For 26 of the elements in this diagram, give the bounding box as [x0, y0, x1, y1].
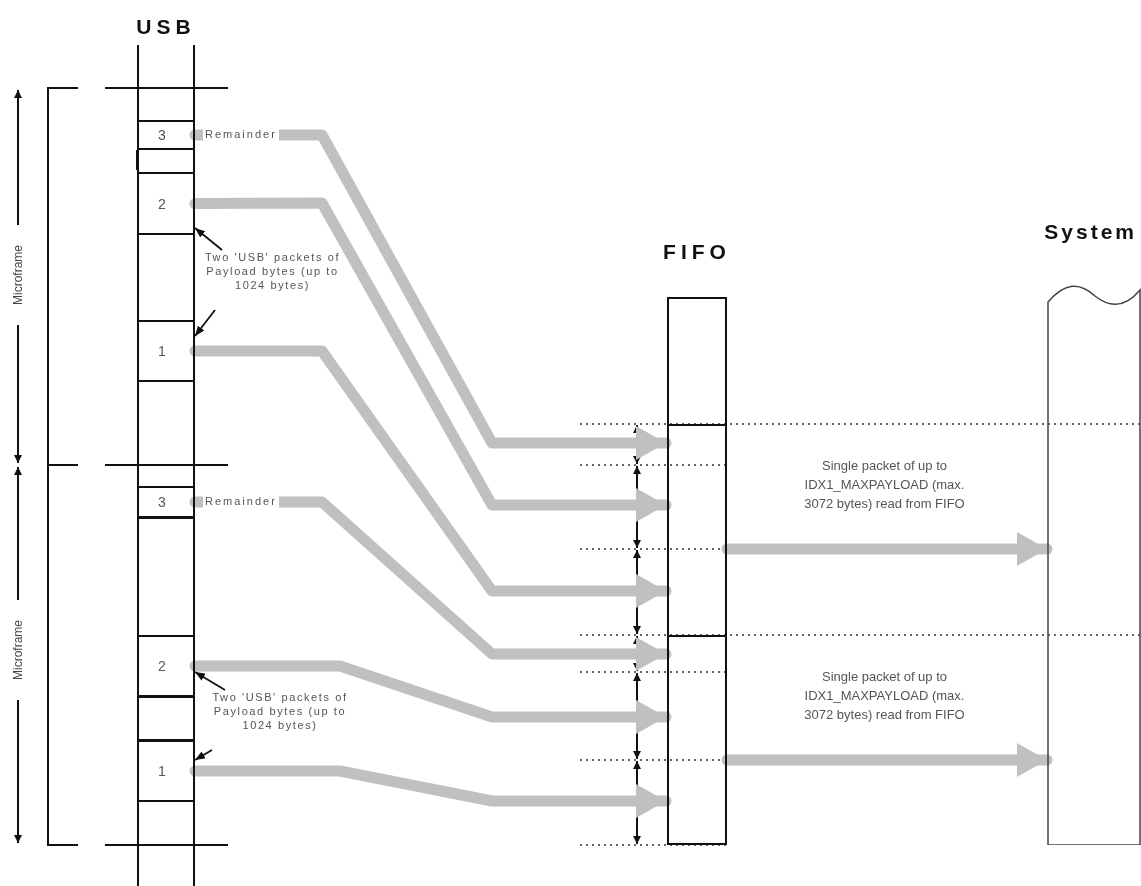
dimension-label: Microframe	[11, 244, 25, 307]
leader-line	[194, 671, 226, 691]
flow-arrow	[189, 660, 672, 734]
packet-slot: 3	[137, 486, 195, 518]
packet-slot: 1	[137, 740, 195, 802]
packet-slot: 3	[137, 120, 195, 150]
packet-slot: 2	[137, 172, 195, 235]
callout-text: Two 'USB' packets of Payload bytes (up to 1024 bytes)	[200, 250, 345, 292]
dimension-label: Microframe	[11, 619, 25, 682]
flow-arrow	[189, 197, 672, 522]
edge-label: Remainder	[203, 127, 279, 141]
leader-line	[194, 749, 213, 761]
flow-arrow	[189, 129, 672, 460]
callout-text: Two 'USB' packets of Payload bytes (up to 1024 bytes)	[205, 690, 355, 732]
flow-arrow	[189, 765, 672, 818]
column-heading: FIFO	[662, 240, 732, 264]
flow-arrow	[721, 743, 1053, 777]
column-heading: System	[1043, 220, 1137, 244]
leader-line	[194, 309, 216, 337]
edge-label: Remainder	[203, 494, 279, 508]
packet-slot: 1	[137, 320, 195, 382]
flow-arrow	[721, 532, 1053, 566]
packet-slot: 2	[137, 635, 195, 697]
flow-arrow	[189, 345, 672, 608]
leader-line	[194, 227, 223, 251]
column-heading: USB	[135, 15, 197, 39]
